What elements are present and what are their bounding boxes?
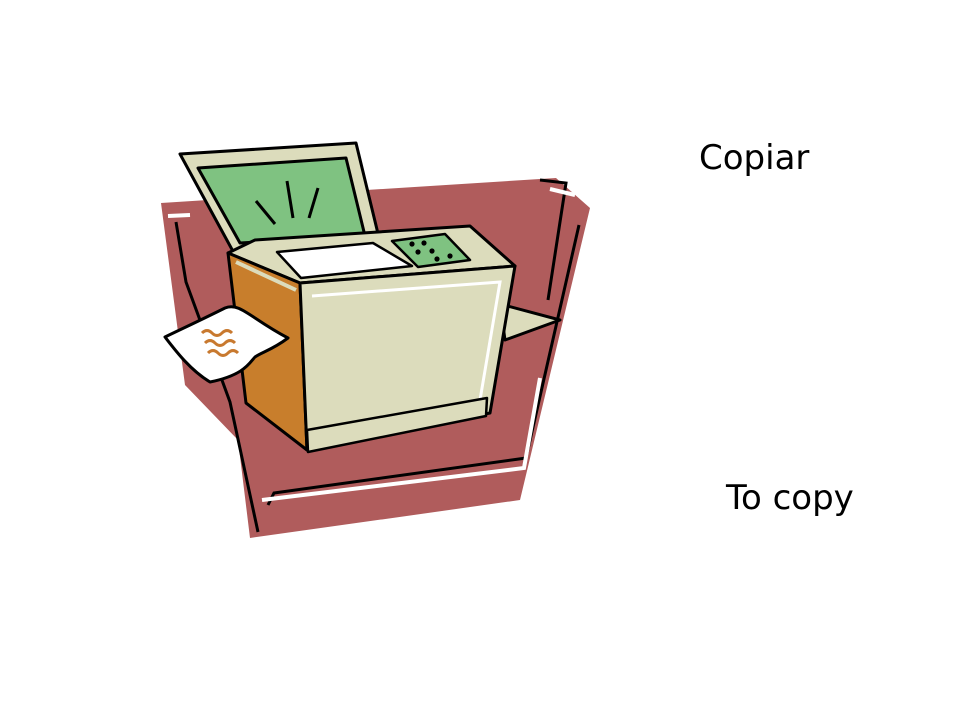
word-spanish: Copiar — [699, 138, 810, 178]
copier-body — [226, 224, 517, 454]
word-english: To copy — [726, 478, 854, 518]
paper-sheet — [163, 305, 290, 384]
